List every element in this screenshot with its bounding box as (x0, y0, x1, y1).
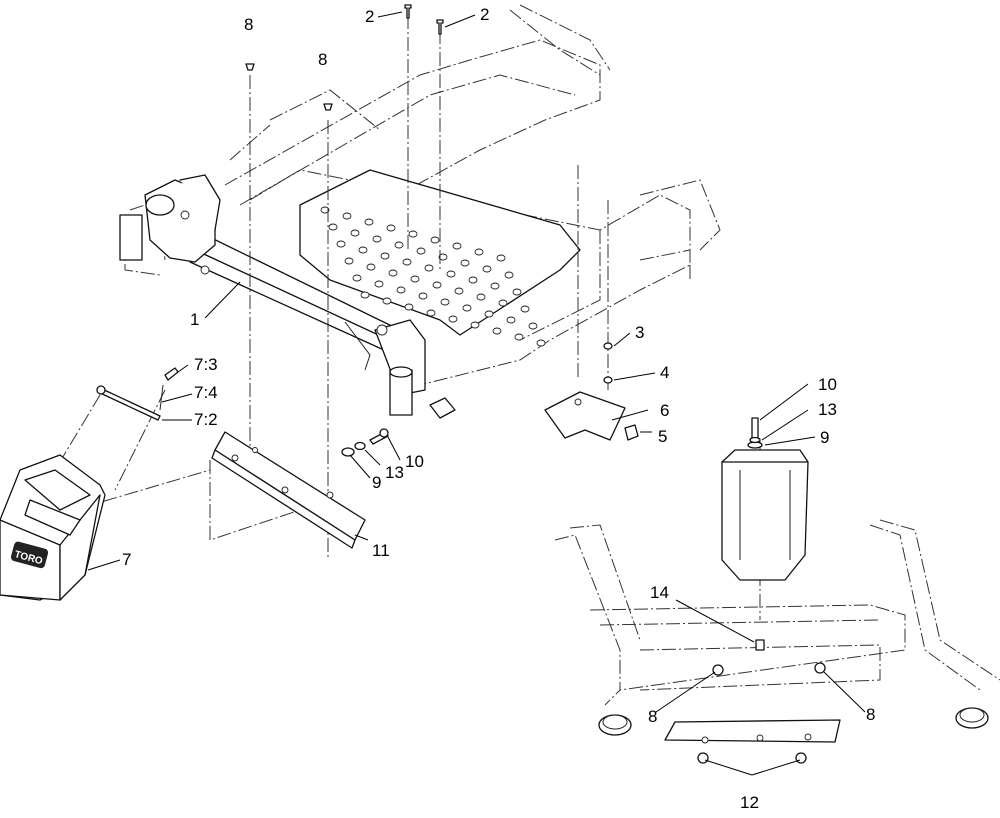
deck-hole (440, 298, 450, 306)
callout-8d: 8 (866, 705, 875, 724)
lower-bracket-12 (664, 662, 841, 764)
deck-hole (352, 274, 362, 282)
deck-hole (342, 212, 352, 220)
deck-hole (484, 310, 494, 318)
housing-box (721, 449, 809, 581)
deck-hole (462, 304, 472, 312)
callout-5: 5 (658, 427, 667, 446)
deck-hole (416, 247, 426, 255)
deck-hole (410, 275, 420, 283)
deck-hole (328, 223, 338, 231)
callout-12: 12 (740, 793, 759, 812)
callout-7-3: 7:3 (194, 355, 218, 374)
deck-hole (388, 269, 398, 277)
callout-14: 14 (650, 583, 669, 602)
deck-hole (336, 240, 346, 248)
deck-hole (424, 264, 434, 272)
deck-hole (344, 257, 354, 265)
callout-labels: 1 2 2 3 4 5 6 7 7:2 7:3 7:4 8 8 8 8 9 9 … (122, 5, 875, 812)
callout-9b: 9 (820, 428, 829, 447)
deck-hole (504, 271, 514, 279)
deck-hole (454, 287, 464, 295)
deck-hole (432, 281, 442, 289)
deck-hole (476, 293, 486, 301)
hardware-stack-right (747, 417, 765, 651)
deck-hole (498, 299, 508, 307)
deck-hole (474, 248, 484, 256)
deck-hole (448, 315, 458, 323)
deck-hole (402, 258, 412, 266)
callout-10a: 10 (405, 452, 424, 471)
deck-hole (360, 291, 370, 299)
deck-hole (364, 218, 374, 226)
deck-hole (394, 241, 404, 249)
deck-hole (496, 254, 506, 262)
deck-hole (536, 339, 546, 347)
deck-hole (320, 206, 330, 214)
callout-3: 3 (635, 323, 644, 342)
toro-logo (10, 541, 49, 569)
callout-13b: 13 (818, 400, 837, 419)
deck-hole (528, 322, 538, 330)
deck-hole (446, 270, 456, 278)
callout-8c: 8 (648, 707, 657, 726)
deck-hole (374, 280, 384, 288)
deck-hole (514, 333, 524, 341)
callout-11: 11 (372, 541, 390, 560)
deck-hole (396, 286, 406, 294)
deck-hole (350, 229, 360, 237)
callout-4: 4 (660, 363, 669, 382)
deck-hole (382, 297, 392, 305)
deck-hole (438, 253, 448, 261)
callout-9a: 9 (372, 473, 381, 492)
deck-hole (408, 230, 418, 238)
deck-hole (492, 327, 502, 335)
deck-hole (386, 224, 396, 232)
assembly-lines (39, 15, 761, 620)
deck-hole (482, 265, 492, 273)
deck-hole (404, 303, 414, 311)
bolts-top (245, 4, 444, 111)
axle-tube (119, 174, 456, 419)
deck-hole (520, 305, 530, 313)
callout-7-4: 7:4 (194, 383, 218, 402)
deck-hole (470, 321, 480, 329)
callout-2a: 2 (365, 7, 374, 26)
callout-6: 6 (660, 401, 669, 420)
deck-hole (490, 282, 500, 290)
callout-7-2: 7:2 (194, 410, 218, 429)
rod-and-bolt (96, 367, 179, 421)
deck-hole (468, 276, 478, 284)
counterweight: TORO (0, 454, 106, 601)
deflector-plate (544, 342, 639, 441)
callout-13a: 13 (385, 463, 404, 482)
callout-1: 1 (190, 310, 199, 329)
callout-8a: 8 (244, 15, 253, 34)
deck-hole (366, 263, 376, 271)
deck-hole (512, 288, 522, 296)
deck-hole (380, 252, 390, 260)
deck-hole (430, 236, 440, 244)
callout-10b: 10 (818, 375, 837, 394)
deck-hole (372, 235, 382, 243)
leader-lines (87, 11, 866, 776)
deck-hole (452, 242, 462, 250)
hardware-stack-left (341, 428, 389, 457)
callout-2b: 2 (480, 5, 489, 24)
mounting-bracket-11 (211, 431, 366, 549)
deck-hole (426, 309, 436, 317)
callout-7: 7 (122, 550, 131, 569)
deck-hole (358, 246, 368, 254)
deck-hole (418, 292, 428, 300)
deck-hole (460, 259, 470, 267)
deck-hole (506, 316, 516, 324)
callout-8b: 8 (318, 50, 327, 69)
